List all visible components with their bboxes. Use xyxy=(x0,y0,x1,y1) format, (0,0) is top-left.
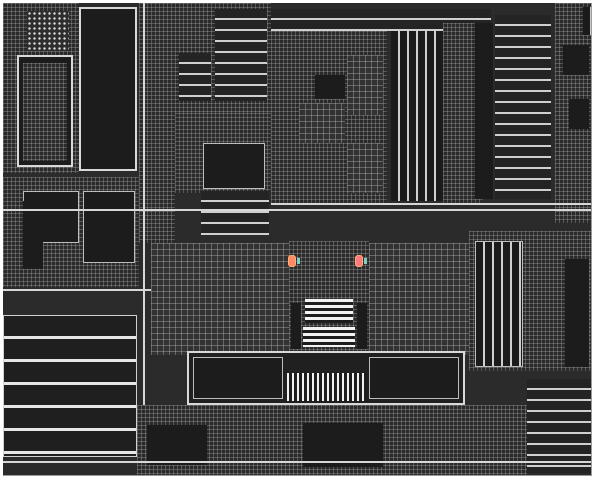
far-right-box-top xyxy=(563,45,589,75)
bottom-bus xyxy=(3,461,591,463)
far-right-array xyxy=(495,15,551,199)
vertical-bus-left xyxy=(143,3,145,475)
center-ladder-2 xyxy=(303,327,355,347)
top-center-lower-array xyxy=(201,191,269,235)
left-mid-memory-c xyxy=(23,201,43,269)
lower-memory-left xyxy=(193,357,283,399)
chip-die-micrograph xyxy=(3,3,592,476)
center-ladder-1 xyxy=(305,299,353,323)
central-top-grid-b xyxy=(347,55,383,115)
left-mid-memory-b xyxy=(83,191,135,263)
horizontal-bus-upper xyxy=(271,203,591,205)
probe-marker-left xyxy=(288,255,296,267)
lower-memory-right xyxy=(369,357,459,399)
bottom-right-memory xyxy=(527,379,591,473)
center-core-left-column xyxy=(291,303,301,349)
lower-center-ladder xyxy=(287,373,367,401)
bottom-logic-box-a xyxy=(147,425,207,465)
top-right-vertical-array xyxy=(391,31,443,201)
marker-accent-right xyxy=(364,258,367,264)
bottom-left-memory xyxy=(3,315,137,457)
right-mid-box xyxy=(565,259,589,367)
far-right-box-mid xyxy=(569,99,589,129)
horizontal-bus-main xyxy=(3,209,591,211)
central-top-grid-c xyxy=(347,143,383,193)
far-right-strip xyxy=(583,7,591,35)
top-memory-column-a-core2 xyxy=(111,13,131,165)
right-mid-vertical-array xyxy=(475,241,523,367)
top-left-strip xyxy=(27,11,69,51)
horizontal-bus-mid xyxy=(3,289,151,291)
top-logic-strip xyxy=(139,3,175,243)
bottom-logic-box-b xyxy=(303,423,383,467)
central-grid-left xyxy=(151,243,289,355)
top-center-register-box xyxy=(203,143,265,189)
central-top-grid-a xyxy=(299,103,345,143)
central-grid-right xyxy=(369,243,469,355)
center-core-right-column xyxy=(357,303,367,349)
top-center-array-1 xyxy=(215,9,267,101)
top-left-rom-core xyxy=(23,63,67,161)
top-right-column xyxy=(475,23,493,199)
central-top-box xyxy=(315,75,345,99)
top-memory-column-a-core xyxy=(85,13,105,165)
marker-accent-left xyxy=(297,258,300,264)
probe-marker-right xyxy=(355,255,363,267)
top-band-array xyxy=(271,9,491,31)
top-center-array-2 xyxy=(179,53,211,101)
